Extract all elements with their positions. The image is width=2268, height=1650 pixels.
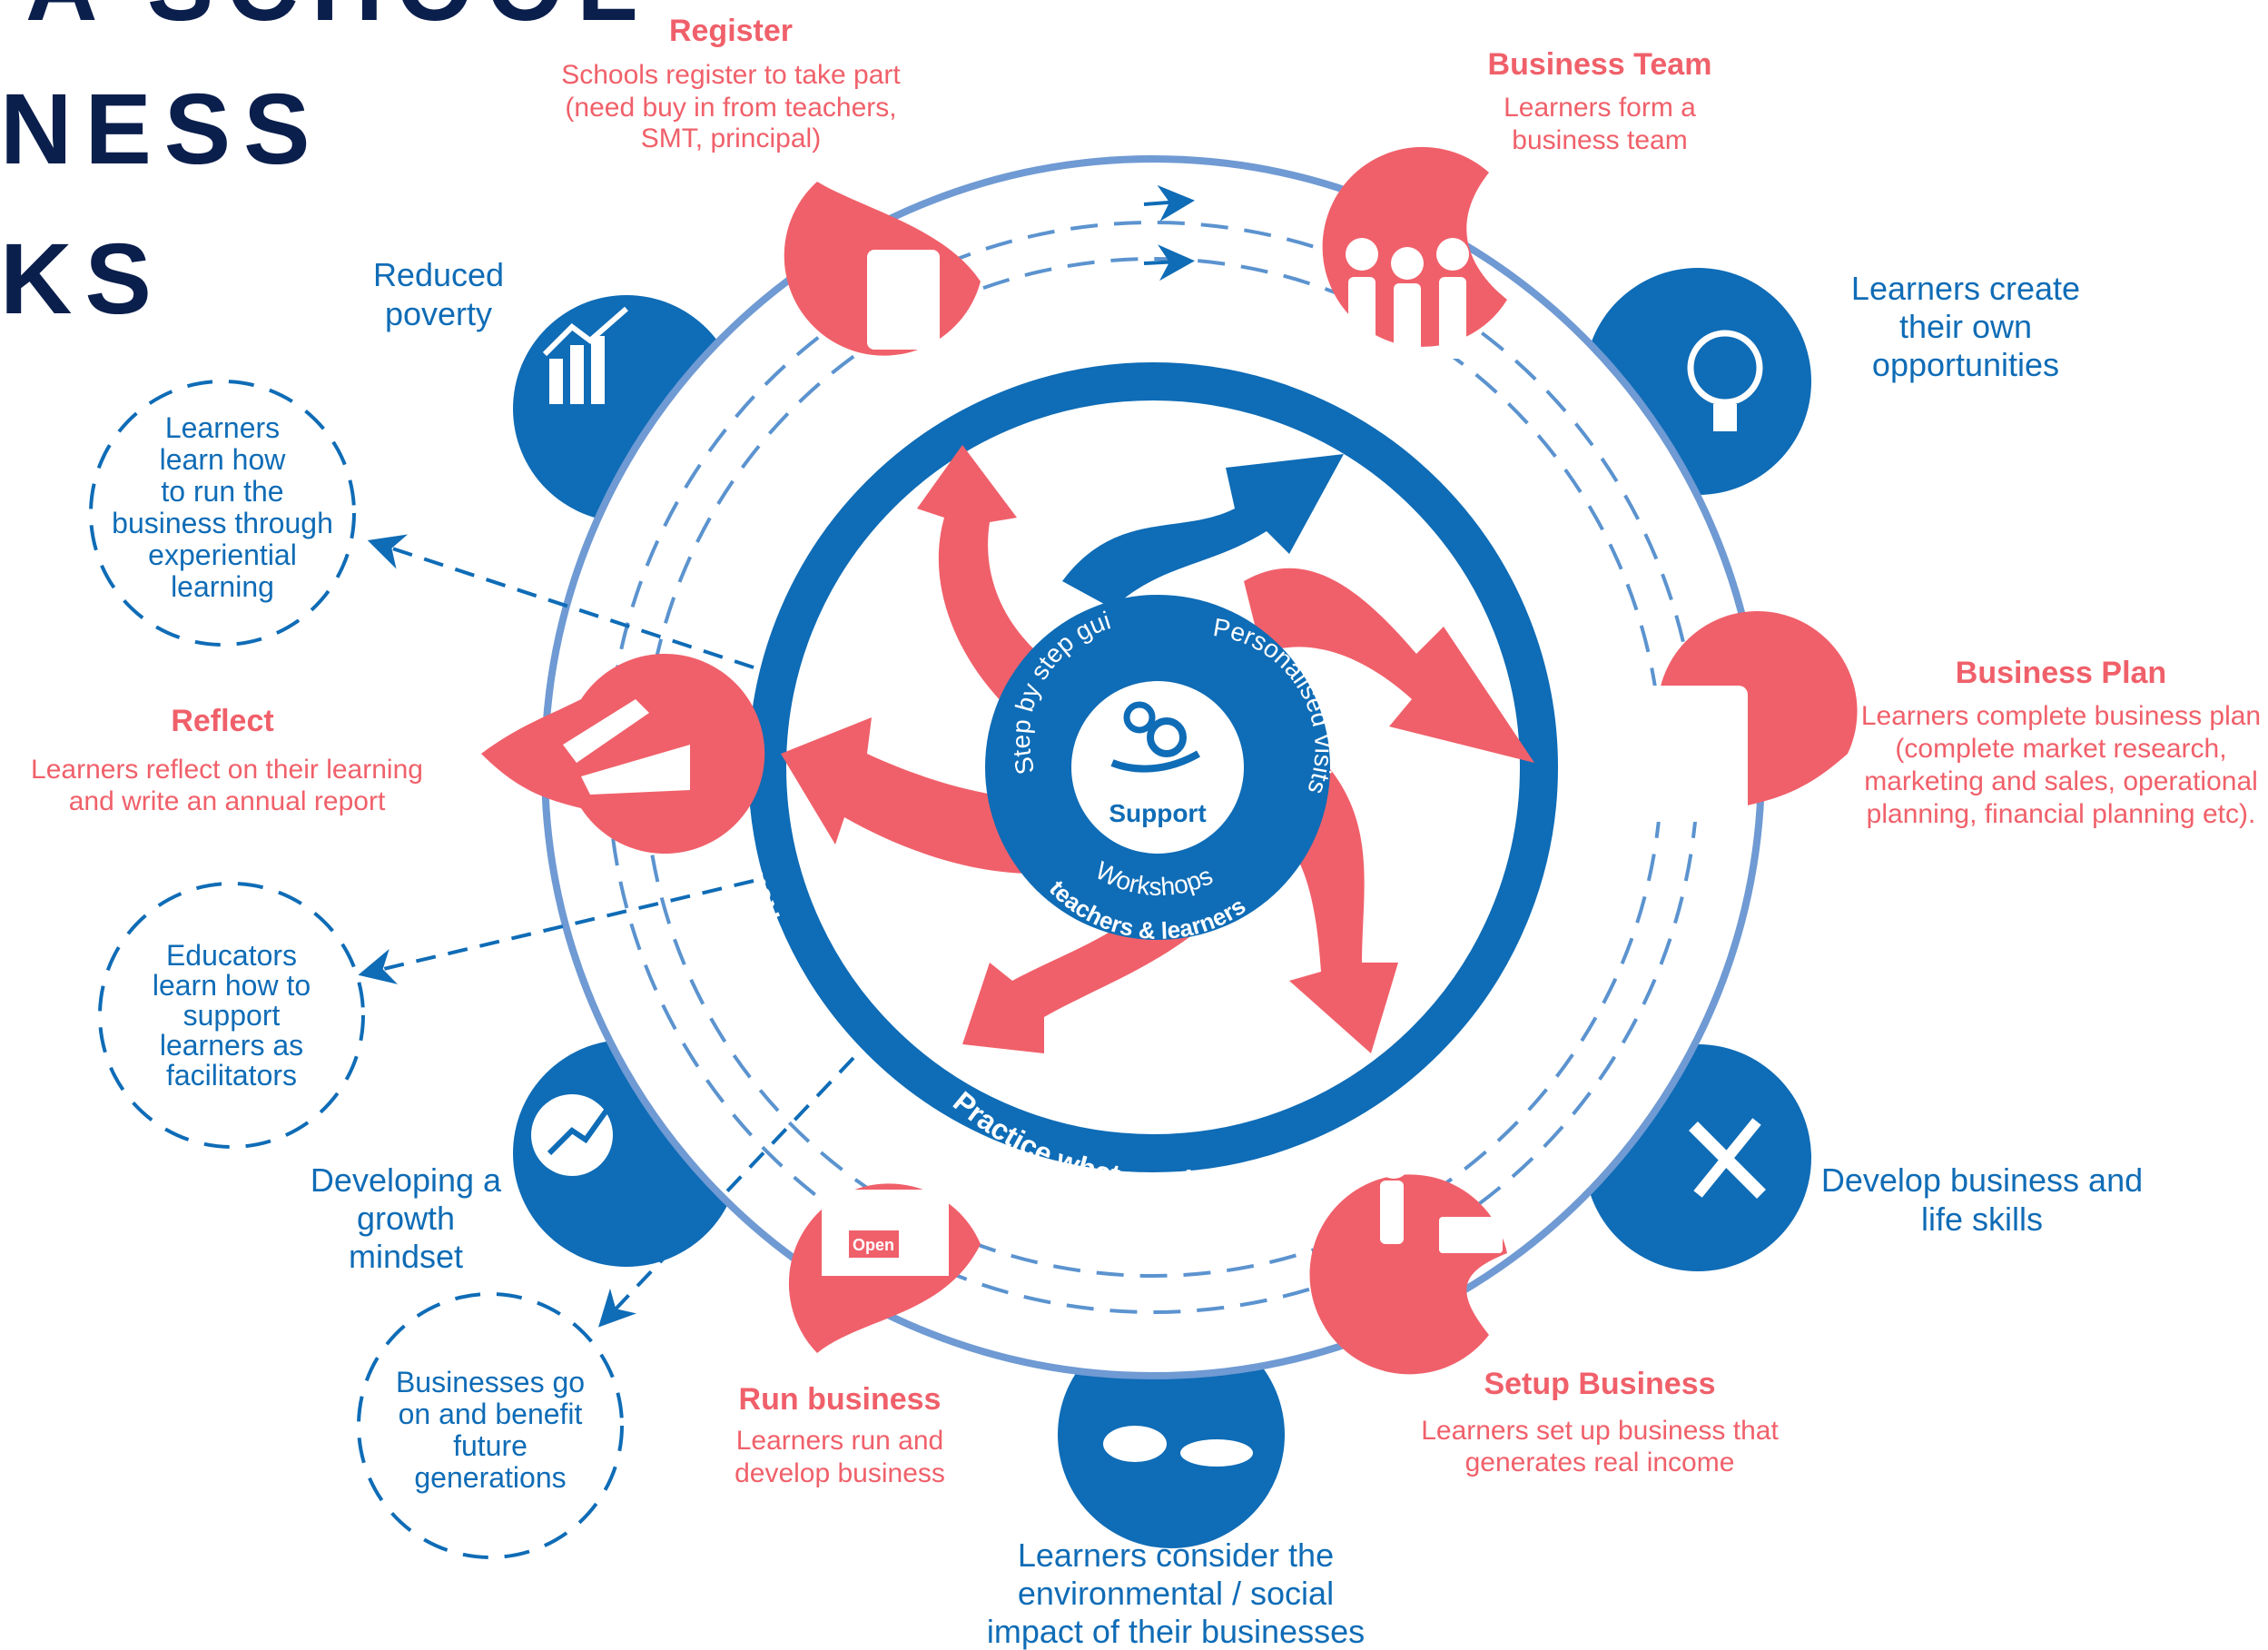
stage-label-reflect: Reflect Learners reflect on their learni…	[31, 704, 423, 816]
stage-drop-run: Open	[788, 1183, 981, 1353]
impact-experiential: Learners learn how to run the business t…	[89, 380, 356, 647]
lightbulb-dollar-icon	[1687, 330, 1763, 431]
impact-line: Learners	[165, 411, 280, 444]
impact-line: support	[183, 999, 281, 1032]
stage-line: generates real income	[1465, 1447, 1735, 1477]
impact-line: Educators	[166, 939, 297, 972]
impact-generations: Businesses go on and benefit future gene…	[357, 1292, 624, 1559]
stage-line: develop business	[735, 1458, 945, 1488]
shop-open-icon: Open	[822, 1190, 949, 1276]
stage-label-plan: Business Plan Learners complete business…	[1861, 656, 2261, 829]
impact-line: future	[453, 1429, 528, 1462]
stage-title-run: Run business	[739, 1382, 942, 1417]
tools-icon	[1689, 1118, 1766, 1199]
title-fragment-1: A SCHOOL	[25, 0, 650, 42]
swirl-arrow-blue	[1062, 454, 1344, 608]
outcome-label-mindset: Developing a growth mindset	[311, 1161, 502, 1275]
team-icon	[1346, 238, 1469, 363]
hand-writing-icon	[563, 699, 690, 795]
outcome-line: growth	[357, 1200, 455, 1237]
outcome-label-poverty: Reduced poverty	[373, 256, 504, 332]
stage-line: (complete market research,	[1895, 734, 2226, 764]
impact-line: generations	[414, 1461, 566, 1494]
impact-educators: Educators learn how to support learners …	[98, 882, 365, 1149]
outcome-line: Develop business and	[1821, 1161, 2143, 1199]
stage-title-reflect: Reflect	[171, 704, 273, 738]
outcome-label-environment: Learners consider the environmental / so…	[987, 1536, 1365, 1650]
impact-line: facilitators	[166, 1059, 297, 1092]
stage-title-team: Business Team	[1488, 47, 1712, 82]
ring-arrow-top-2	[1143, 244, 1195, 282]
ring-arrow-top-1	[1143, 184, 1195, 222]
stage-line: Learners set up business that	[1421, 1416, 1779, 1446]
clipboard-icon	[867, 250, 940, 350]
connector-arrow-generations	[597, 1056, 855, 1328]
stage-line: Learners complete business plan	[1861, 701, 2261, 731]
stage-drop-team	[1322, 146, 1507, 363]
stage-label-setup: Setup Business Learners set up business …	[1421, 1367, 1779, 1477]
stage-line: SMT, principal)	[641, 124, 821, 153]
impact-line: Businesses go	[396, 1366, 585, 1398]
outcome-line: opportunities	[1872, 346, 2059, 383]
business-plan-icon	[1630, 686, 1748, 822]
impact-line: learn how to	[153, 969, 311, 1002]
outcome-line: Developing a	[311, 1161, 502, 1199]
outcome-label-skills: Develop business and life skills	[1821, 1161, 2143, 1238]
outcome-line: environmental / social	[1018, 1575, 1334, 1612]
outcome-line: life skills	[1921, 1200, 2043, 1238]
stage-title-register: Register	[669, 14, 793, 48]
shop-open-sign: Open	[853, 1236, 894, 1254]
stage-label-register: Register Schools register to take part (…	[561, 14, 901, 153]
outcome-line: Learners consider the	[1018, 1536, 1334, 1574]
outcome-line: poverty	[385, 295, 492, 332]
impact-line: business through	[112, 507, 333, 539]
impact-line: learners as	[160, 1029, 303, 1062]
stage-line: planning, financial planning etc).	[1867, 799, 2256, 829]
stage-drop-setup	[1309, 1146, 1507, 1375]
outcome-label-opportunities: Learners create their own opportunities	[1851, 270, 2080, 383]
gears-icon	[1110, 701, 1200, 773]
impact-line: learn how	[160, 443, 287, 476]
stage-line: Learners form a	[1504, 93, 1696, 123]
support-label: Support	[1109, 799, 1206, 827]
stage-drop-register	[784, 182, 981, 356]
stage-line: marketing and sales, operational	[1864, 766, 2258, 796]
impact-line: experiential	[148, 538, 297, 571]
footprint-leaf-icon	[1103, 1426, 1253, 1467]
experience-ring	[748, 362, 1558, 1172]
stage-line: Schools register to take part	[561, 60, 901, 90]
impact-line: on and benefit	[399, 1398, 583, 1430]
stage-line: business team	[1512, 125, 1687, 155]
stage-label-run: Run business Learners run and develop bu…	[735, 1382, 945, 1488]
stage-drop-plan	[1630, 611, 1858, 822]
growth-chart-icon	[542, 306, 628, 404]
trolley-worker-icon	[1377, 1146, 1503, 1253]
impact-line: learning	[171, 570, 274, 603]
swirl-arrow-left	[781, 717, 1062, 874]
outcome-line: Reduced	[373, 256, 504, 293]
impact-line: to run the	[161, 475, 283, 508]
outcome-line: their own	[1899, 308, 2032, 345]
swirl-arrow-right	[1244, 568, 1534, 763]
swirl-arrow-top-left	[917, 445, 1062, 708]
outcome-line: impact of their businesses	[987, 1613, 1365, 1650]
outcome-line: Learners create	[1851, 270, 2080, 307]
stage-line: Learners run and	[736, 1426, 944, 1456]
stage-line: Learners reflect on their learning	[31, 755, 423, 785]
stage-label-team: Business Team Learners form a business t…	[1488, 47, 1712, 155]
title-fragment-3: KS	[0, 223, 164, 335]
stage-title-plan: Business Plan	[1956, 656, 2166, 690]
stage-drop-reflect	[481, 653, 765, 855]
title-fragment-2: NESS	[0, 74, 323, 185]
stage-title-setup: Setup Business	[1484, 1367, 1715, 1401]
stage-line: (need buy in from teachers,	[565, 93, 896, 123]
outcome-line: mindset	[349, 1238, 463, 1275]
stage-line: and write an annual report	[69, 786, 386, 816]
growth-mindset-icon	[531, 1094, 613, 1176]
